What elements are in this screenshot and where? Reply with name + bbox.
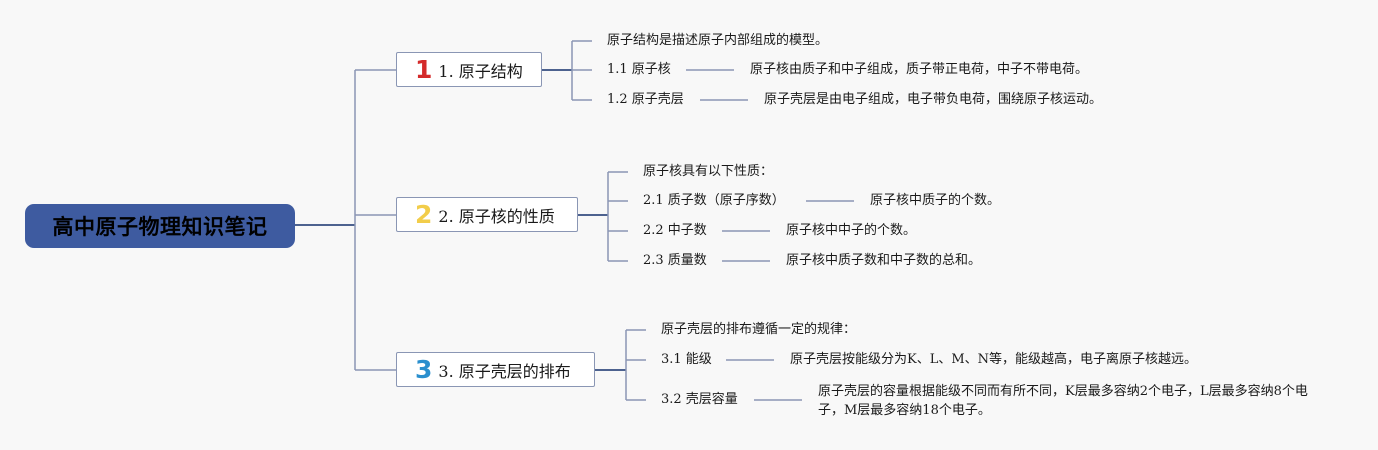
leaf-topic-desc[interactable]: 原子壳层的容量根据能级不同而有所不同，K层最多容纳2个电子，L层最多容纳8个电子… — [818, 384, 1308, 418]
branch-atomic-structure[interactable]: 1 1. 原子结构 — [396, 52, 542, 87]
leaf-topic-desc[interactable]: 原子壳层按能级分为K、L、M、N等，能级越高，电子离原子核越远。 — [790, 352, 1198, 367]
leaf-intro[interactable]: 原子结构是描述原子内部组成的模型。 — [607, 33, 829, 48]
number-1-icon: 1 — [415, 55, 433, 84]
root-node[interactable]: 高中原子物理知识笔记 — [25, 204, 295, 248]
leaf-topic-desc[interactable]: 原子核由质子和中子组成，质子带正电荷，中子不带电荷。 — [750, 62, 1089, 77]
leaf-topic-label[interactable]: 2.3 质量数 — [643, 253, 707, 268]
leaf-topic-desc[interactable]: 原子核中中子的个数。 — [786, 223, 917, 238]
leaf-topic-label[interactable]: 3.2 壳层容量 — [661, 392, 738, 407]
branch-label: 1. 原子结构 — [438, 61, 523, 81]
leaf-topic-label[interactable]: 1.2 原子壳层 — [607, 92, 684, 107]
branch-shell-arrangement[interactable]: 3 3. 原子壳层的排布 — [396, 352, 595, 387]
leaf-topic-desc[interactable]: 原子核中质子数和中子数的总和。 — [786, 253, 982, 268]
number-3-icon: 3 — [415, 355, 433, 384]
leaf-topic-label[interactable]: 2.2 中子数 — [643, 223, 707, 238]
branch-label: 2. 原子核的性质 — [438, 206, 555, 226]
leaf-topic-desc[interactable]: 原子核中质子的个数。 — [870, 193, 1001, 208]
leaf-topic-label[interactable]: 3.1 能级 — [661, 352, 712, 367]
root-title: 高中原子物理知识笔记 — [52, 215, 268, 239]
leaf-topic-label[interactable]: 1.1 原子核 — [607, 62, 671, 77]
leaf-topic-label[interactable]: 2.1 质子数（原子序数） — [643, 193, 785, 208]
leaf-topic-desc[interactable]: 原子壳层是由电子组成，电子带负电荷，围绕原子核运动。 — [764, 92, 1103, 107]
branch-nucleus-properties[interactable]: 2 2. 原子核的性质 — [396, 197, 578, 232]
leaf-intro[interactable]: 原子壳层的排布遵循一定的规律： — [661, 322, 857, 337]
number-2-icon: 2 — [415, 200, 433, 229]
leaf-intro[interactable]: 原子核具有以下性质： — [643, 164, 774, 179]
branch-label: 3. 原子壳层的排布 — [438, 361, 571, 381]
